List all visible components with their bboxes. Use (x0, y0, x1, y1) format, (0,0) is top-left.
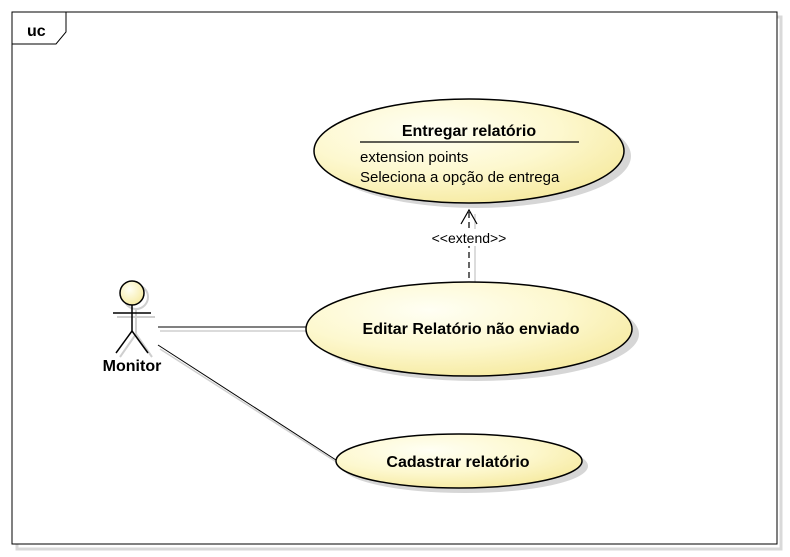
use-case-cadastrar-title: Cadastrar relatório (386, 454, 529, 471)
frame-tag: uc (27, 23, 46, 40)
extend-dependency[interactable] (460, 208, 478, 283)
extend-label: <<extend>> (432, 230, 507, 246)
use-case-editar-title: Editar Relatório não enviado (363, 321, 580, 338)
extension-points-heading: extension points (360, 149, 468, 166)
use-case-cadastrar-ellipse (335, 433, 583, 489)
actor-label: Monitor (103, 358, 162, 375)
frame-tag-box (11, 11, 67, 45)
extend-label-bg (426, 229, 512, 246)
use-case-entregar-ellipse (313, 98, 625, 204)
actor-head (119, 280, 145, 306)
use-case-editar-ellipse (305, 281, 633, 377)
association-editar[interactable] (158, 326, 308, 332)
use-case-editar[interactable]: Editar Relatório não enviado (305, 281, 639, 381)
use-case-cadastrar[interactable]: Cadastrar relatório (335, 433, 588, 493)
actor-body (113, 305, 151, 354)
extend-arrowhead (460, 208, 478, 225)
actor-monitor[interactable]: Monitor (103, 280, 162, 375)
extension-point-item: Seleciona a opção de entrega (360, 169, 560, 186)
association-cadastrar[interactable] (157, 344, 339, 464)
use-case-entregar-title: Entregar relatório (402, 123, 536, 140)
use-case-entregar[interactable]: Entregar relatório extension points Sele… (313, 98, 631, 208)
